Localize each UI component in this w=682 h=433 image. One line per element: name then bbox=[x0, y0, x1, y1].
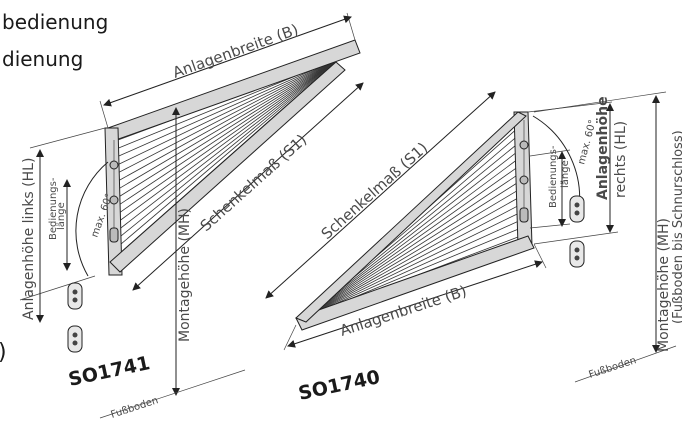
left-height-label: Anlagenhöhe links (HL) bbox=[21, 158, 37, 320]
pleat-line bbox=[303, 182, 519, 319]
header-line-2: dienung bbox=[2, 47, 83, 71]
remote-control-icon bbox=[569, 240, 585, 268]
right-leg-label: Schenkelmaß (S1) bbox=[318, 139, 432, 243]
right-floor-line bbox=[574, 345, 677, 383]
right-height-label-2: rechts (HL) bbox=[613, 121, 629, 198]
left-mount-height-label: Montagehöhe (MH) bbox=[177, 208, 193, 342]
left-angle-arc bbox=[75, 161, 109, 277]
pleat-line bbox=[117, 57, 341, 215]
left-floor-line bbox=[99, 369, 246, 419]
left-model-code: SO1741 bbox=[66, 352, 151, 391]
header-line-1: bedienung bbox=[2, 10, 108, 34]
right-mount-height-sub: (Fußboden bis Schnurschloss) bbox=[671, 130, 682, 324]
left-handle-icon bbox=[109, 227, 119, 243]
remote-control-icon bbox=[67, 282, 83, 310]
right-handle-knob-icon bbox=[519, 140, 529, 150]
right-width-dimension bbox=[287, 260, 543, 348]
remote-control-icon bbox=[67, 325, 83, 353]
right-model-code: SO1740 bbox=[296, 366, 381, 405]
right-height-label-1: Anlagenhöhe bbox=[595, 96, 611, 200]
left-handle-knob-icon bbox=[109, 195, 119, 205]
left-shade bbox=[104, 39, 361, 276]
remote-control-icon bbox=[569, 195, 585, 223]
left-operation-length-label-2: länge bbox=[56, 202, 67, 230]
left-floor-label: Fußboden bbox=[110, 395, 160, 421]
left-handle-knob-icon bbox=[109, 160, 119, 170]
pleat-line bbox=[117, 57, 341, 206]
right-handle-knob-icon bbox=[519, 175, 529, 185]
right-operation-length-label-1: Bedienungs- bbox=[548, 145, 559, 208]
pleat-line bbox=[303, 174, 519, 319]
right-operation-length-label-2: länge bbox=[560, 160, 571, 188]
right-floor-label: Fußboden bbox=[588, 355, 638, 381]
left-operation-length-label-1: Bedienungs- bbox=[48, 177, 59, 240]
right-handle-icon bbox=[519, 207, 529, 223]
right-mount-height-label: Montagehöhe (MH) bbox=[656, 218, 672, 352]
edge-mark: ) bbox=[0, 340, 7, 365]
